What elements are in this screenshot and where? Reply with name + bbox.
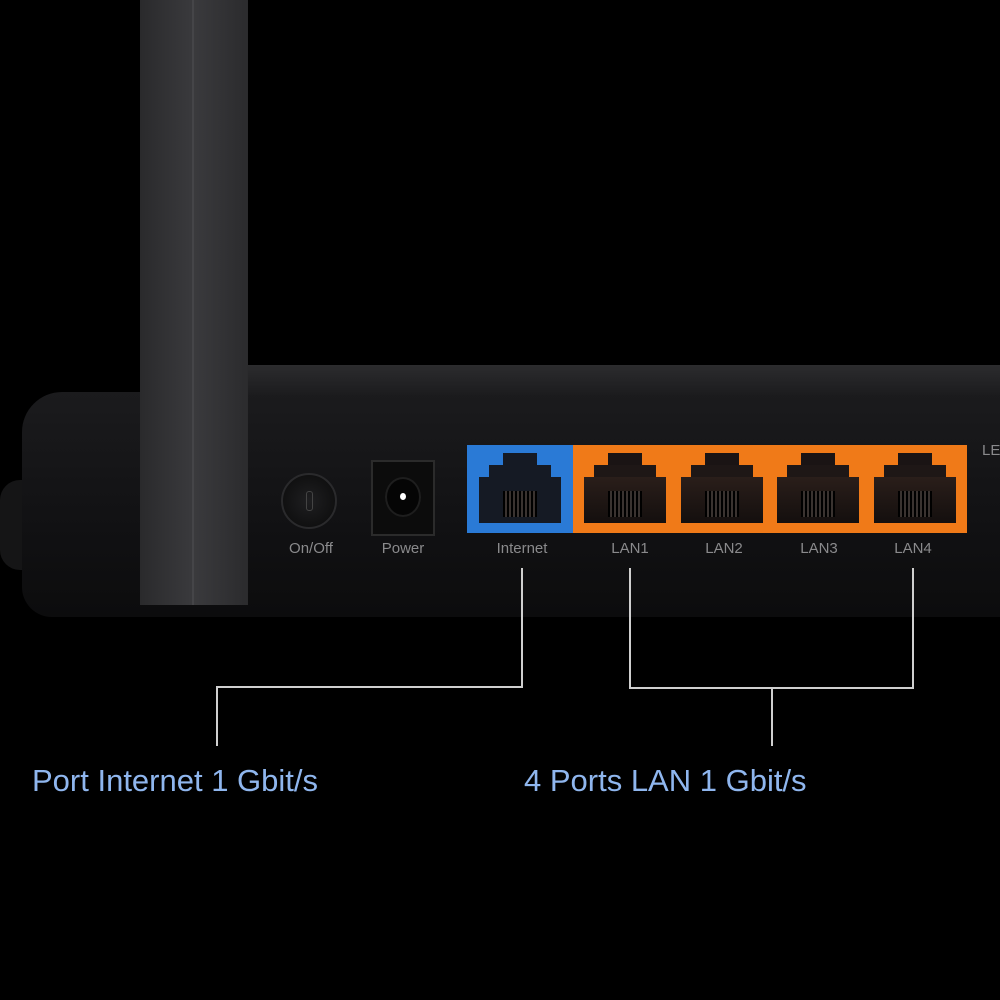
power-switch <box>281 473 337 529</box>
antenna-edge <box>192 0 194 605</box>
label-led-partial: LE <box>982 442 1000 459</box>
antenna <box>140 0 248 605</box>
label-lan1: LAN1 <box>611 540 649 557</box>
internet-port <box>467 445 573 533</box>
router-top-lip <box>248 365 1000 395</box>
callout-line <box>771 687 773 746</box>
label-lan3: LAN3 <box>800 540 838 557</box>
callout-line <box>629 568 631 689</box>
caption-internet: Port Internet 1 Gbit/s <box>32 763 319 798</box>
ethernet-port-panel <box>467 445 967 533</box>
label-lan2: LAN2 <box>705 540 743 557</box>
callout-line <box>216 686 218 746</box>
rj45-port-icon <box>872 453 958 523</box>
callout-line <box>912 568 914 689</box>
label-on-off: On/Off <box>289 540 333 557</box>
lan-ports <box>573 445 967 533</box>
dc-power-jack <box>371 460 435 536</box>
rj45-port-icon <box>679 453 765 523</box>
rj45-port-icon <box>582 453 668 523</box>
rj45-port-icon <box>775 453 861 523</box>
caption-lan: 4 Ports LAN 1 Gbit/s <box>524 763 807 798</box>
label-power: Power <box>381 540 425 557</box>
label-lan4: LAN4 <box>894 540 932 557</box>
label-internet: Internet <box>496 540 548 557</box>
callout-line <box>521 568 523 688</box>
callout-line <box>216 686 523 688</box>
rj45-port-icon <box>477 453 563 523</box>
